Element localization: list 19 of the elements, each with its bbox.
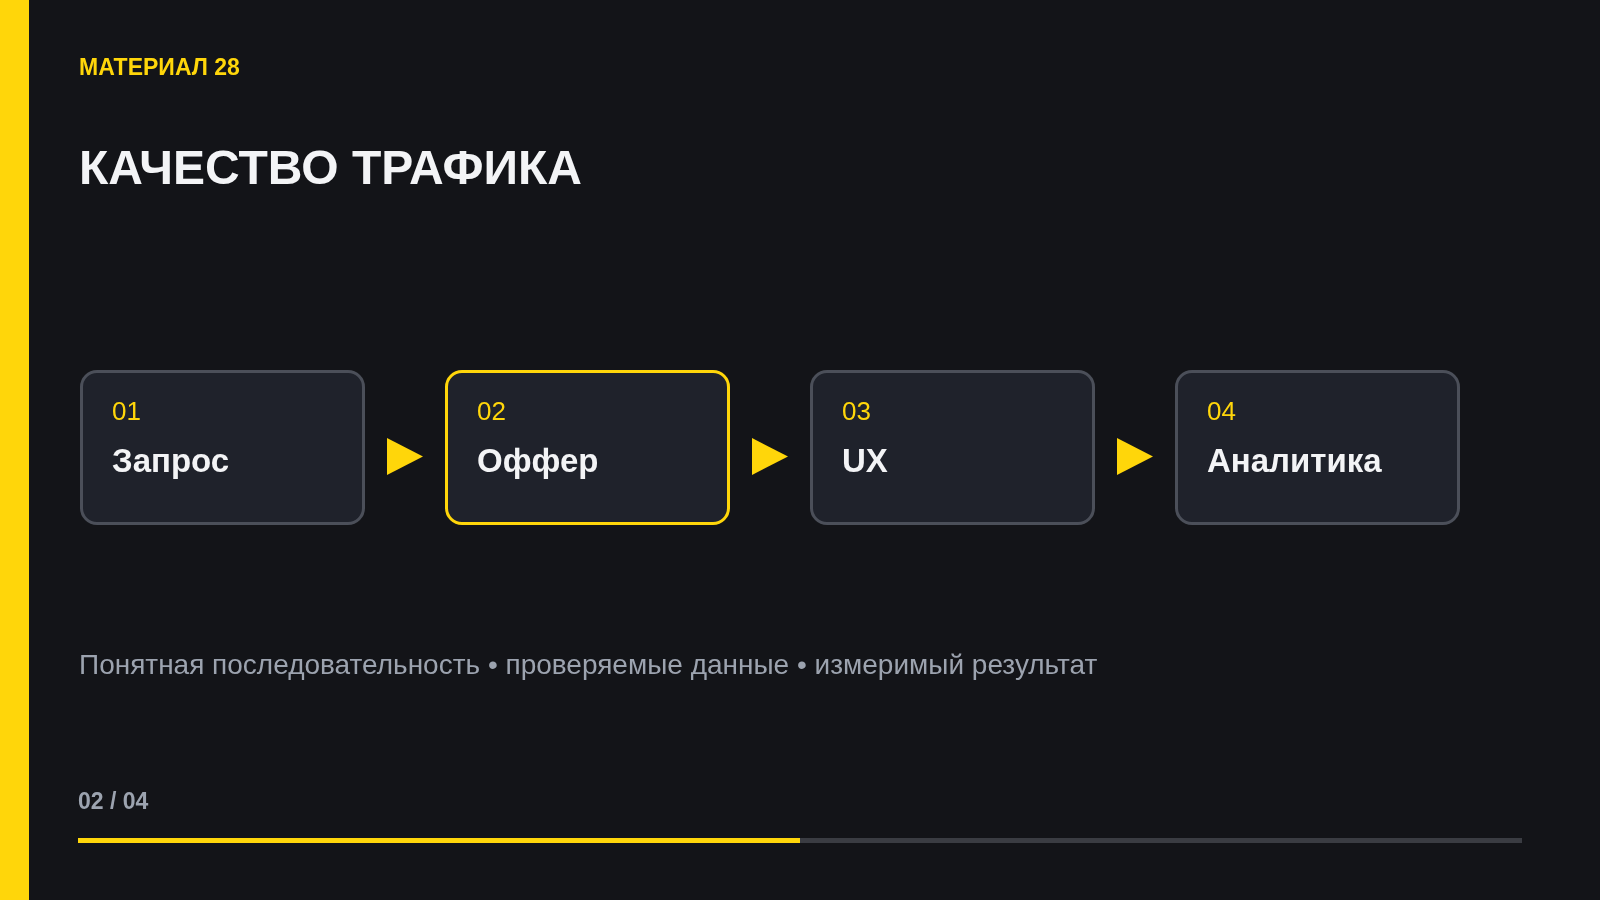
- process-step-box: [810, 370, 1095, 525]
- step-title: Запрос: [112, 442, 230, 480]
- step-title: Оффер: [477, 442, 599, 480]
- arrow: [387, 438, 423, 475]
- page-counter: 02 / 04: [78, 788, 149, 815]
- slide-title: КАЧЕСТВО ТРАФИКА: [79, 140, 582, 196]
- arrow: [1117, 438, 1153, 475]
- step-number: 01: [112, 397, 141, 427]
- step-number: 04: [1207, 397, 1236, 427]
- process-step-box: [445, 370, 730, 525]
- step-title: UX: [842, 442, 888, 480]
- step-number: 02: [477, 397, 506, 427]
- section-label: МАТЕРИАЛ 28: [79, 54, 240, 81]
- process-step-box: [1175, 370, 1460, 525]
- process-step-box: [80, 370, 365, 525]
- step-title: Аналитика: [1207, 442, 1382, 480]
- step-number: 03: [842, 397, 871, 427]
- arrow: [752, 438, 788, 475]
- tagline-text: Понятная последовательность • проверяемые данные • измеримый результат: [79, 649, 1098, 682]
